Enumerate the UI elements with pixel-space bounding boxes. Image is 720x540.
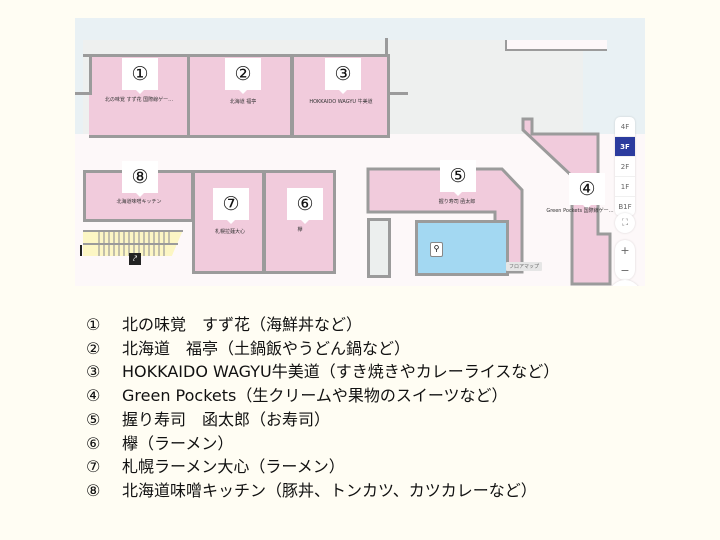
legend-item: ⑦ 札幌ラーメン大心（ラーメン） — [86, 455, 686, 479]
legend-item: ⑥ 欅（ラーメン） — [86, 432, 686, 456]
wall — [80, 245, 82, 256]
legend-number: ⑦ — [86, 457, 101, 477]
wall — [388, 92, 408, 95]
shop-label-7: 札幌拉麺大心 — [214, 229, 246, 235]
locate-button[interactable] — [609, 280, 641, 286]
legend-text: 北の味覚 すず花（海鮮丼など） — [122, 315, 363, 334]
legend-number: ① — [86, 315, 101, 334]
restroom-icon[interactable]: ⚲ — [430, 242, 443, 257]
legend-text: 欅（ラーメン） — [122, 433, 234, 453]
legend-text: HOKKAIDO WAGYU牛美道（すき焼きやカレーライスなど） — [122, 362, 560, 382]
fullscreen-icon: ⛶ — [621, 218, 629, 228]
shop-label-4: Green Pockets 国際線ゲー… — [546, 208, 614, 214]
legend-text: 札幌ラーメン大心（ラーメン） — [122, 457, 345, 477]
legend-number: ④ — [86, 386, 101, 406]
floor-switcher: 4F 3F 2F 1F B1F — [615, 117, 635, 216]
legend-number: ⑧ — [86, 480, 101, 500]
floor-button-2f[interactable]: 2F — [615, 157, 635, 177]
shop-label-1: 北の味覚 すず花 国際線ゲー… — [104, 97, 174, 103]
shop-marker-8[interactable]: ⑧ — [122, 161, 158, 197]
wall — [83, 54, 92, 57]
shop-marker-5[interactable]: ⑤ — [440, 160, 476, 196]
floor-button-4f[interactable]: 4F — [615, 117, 635, 137]
shop-4[interactable] — [520, 116, 615, 286]
storage-room — [367, 218, 391, 278]
floor-button-1f[interactable]: 1F — [615, 177, 635, 197]
legend-text: 握り寿司 函太郎（お寿司） — [122, 409, 331, 429]
floor-map[interactable]: ⚲ フロアマップ ⤤ ① 北の味覚 すず花 国際線ゲー… ② 北海道 福亭 ③ … — [75, 18, 645, 286]
shop-label-5: 握り寿司 函太郎 — [438, 199, 476, 205]
legend-number: ⑤ — [86, 409, 101, 429]
legend-item: ⑧ 北海道味噌キッチン（豚丼、トンカツ、カツカレーなど） — [86, 479, 686, 503]
escalator — [83, 230, 183, 256]
legend-item: ⑤ 握り寿司 函太郎（お寿司） — [86, 408, 686, 432]
zoom-control: + − — [615, 240, 635, 280]
zoom-out-button[interactable]: − — [620, 263, 630, 277]
legend-text: 北海道 福亭（土鍋飯やうどん鍋など） — [122, 338, 411, 358]
legend-number: ② — [86, 338, 101, 358]
shop-marker-4[interactable]: ④ — [569, 173, 605, 209]
shop-label-2: 北海道 福亭 — [229, 99, 257, 105]
restroom-area — [415, 220, 509, 276]
legend-number: ③ — [86, 362, 101, 382]
floormap-badge[interactable]: フロアマップ — [506, 262, 543, 271]
wall — [89, 54, 92, 92]
shop-legend: ① 北の味覚 すず花（海鮮丼など） ② 北海道 福亭（土鍋飯やうどん鍋など） ③ HO… — [86, 313, 686, 503]
shop-label-6: 欅 — [297, 227, 303, 233]
zoom-in-button[interactable]: + — [620, 243, 630, 257]
shop-label-8: 北海道味噌キッチン — [116, 199, 162, 205]
legend-number: ⑥ — [86, 433, 101, 453]
corridor-top-right — [505, 40, 607, 51]
floor-button-b1f[interactable]: B1F — [618, 202, 632, 211]
escalator-icon[interactable]: ⤤ — [129, 253, 141, 265]
legend-item: ① 北の味覚 すず花（海鮮丼など） — [86, 313, 686, 337]
legend-item: ③ HOKKAIDO WAGYU牛美道（すき焼きやカレーライスなど） — [86, 360, 686, 384]
shop-marker-7[interactable]: ⑦ — [213, 188, 249, 224]
shop-marker-2[interactable]: ② — [225, 58, 261, 94]
legend-item: ④ Green Pockets（生クリームや果物のスイーツなど） — [86, 384, 686, 408]
shop-marker-1[interactable]: ① — [122, 58, 158, 94]
shop-marker-3[interactable]: ③ — [325, 58, 361, 94]
floor-button-3f[interactable]: 3F — [615, 137, 635, 157]
legend-item: ② 北海道 福亭（土鍋飯やうどん鍋など） — [86, 337, 686, 361]
legend-text: Green Pockets（生クリームや果物のスイーツなど） — [122, 386, 508, 406]
wall — [75, 92, 92, 95]
shop-6[interactable] — [263, 170, 336, 274]
shop-label-3: HOKKAIDO WAGYU 牛美道 — [309, 99, 373, 105]
fullscreen-button[interactable]: ⛶ — [615, 213, 635, 233]
legend-text: 北海道味噌キッチン（豚丼、トンカツ、カツカレーなど） — [122, 480, 537, 500]
wall — [385, 38, 388, 58]
shop-marker-6[interactable]: ⑥ — [287, 188, 323, 224]
